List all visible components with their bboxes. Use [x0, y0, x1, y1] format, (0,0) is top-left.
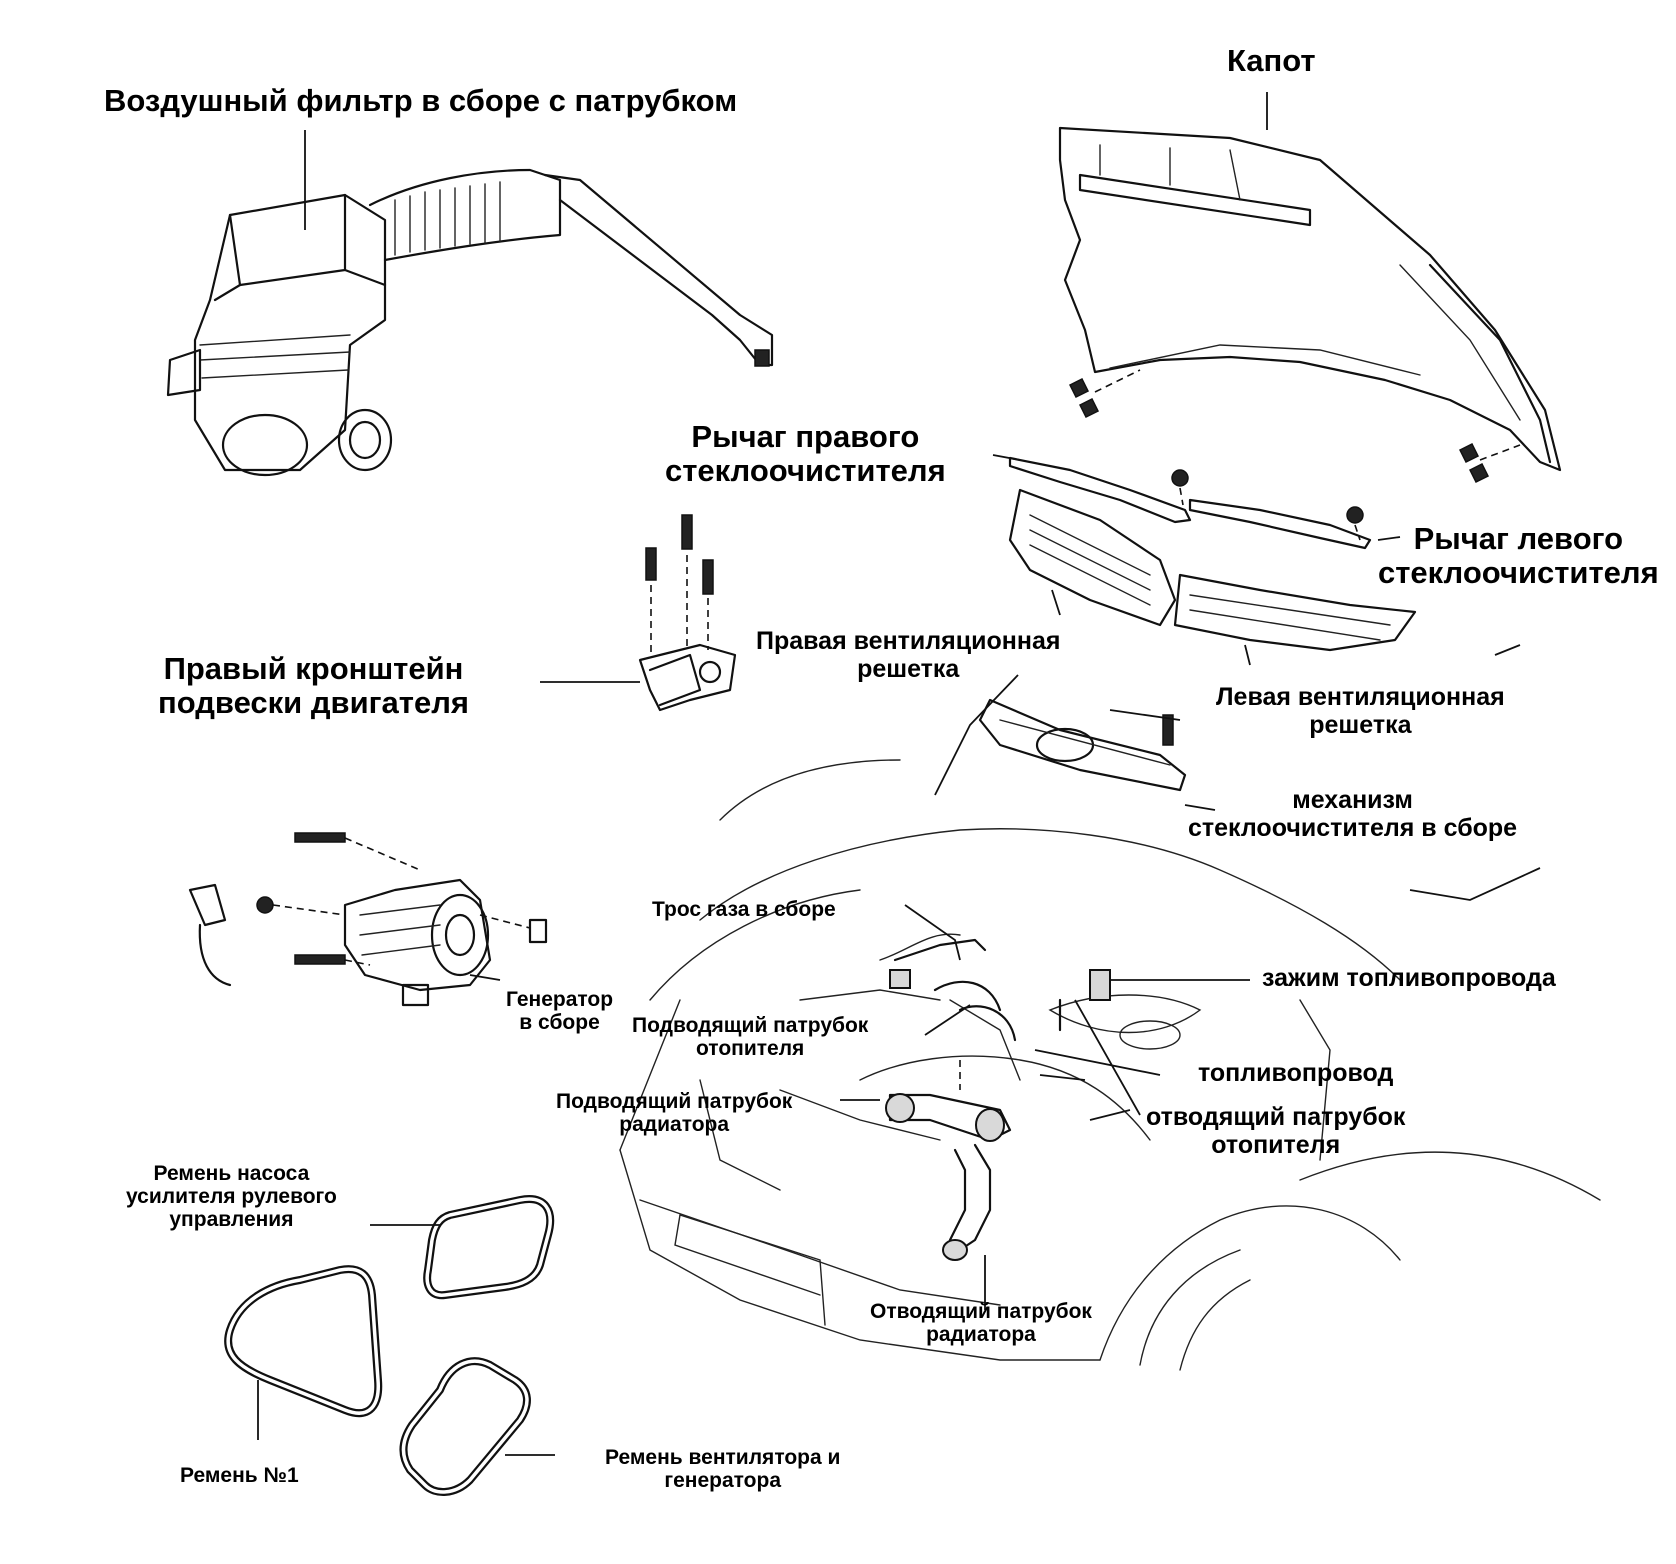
- label-ps-pump-belt-line2: усилителя рулевого: [126, 1185, 337, 1209]
- label-fuel-line-clamp: зажим топливопровода: [1262, 964, 1556, 992]
- label-radiator-inlet-hose: Подводящий патрубок радиатора: [556, 1090, 792, 1136]
- label-right-vent-grille-line2: решетка: [857, 654, 960, 683]
- label-right-engine-mount: Правый кронштейн подвески двигателя: [158, 651, 469, 721]
- label-belt-no1: Ремень №1: [180, 1464, 299, 1487]
- air-filter-assembly: [166, 168, 774, 477]
- label-heater-outlet-hose-line1: отводящий патрубок: [1146, 1103, 1406, 1131]
- label-right-wiper-arm-line2: стеклоочистителя: [665, 453, 946, 489]
- label-right-wiper-arm: Рычаг правого стеклоочистителя: [665, 419, 946, 489]
- label-heater-outlet-hose: отводящий патрубок отопителя: [1146, 1103, 1406, 1159]
- label-ps-pump-belt: Ремень насоса усилителя рулевого управле…: [126, 1162, 337, 1231]
- label-right-engine-mount-line2: подвески двигателя: [158, 685, 469, 721]
- ventilation-grilles: [1008, 488, 1417, 652]
- label-left-wiper-arm-line1: Рычаг левого: [1413, 521, 1624, 556]
- label-radiator-inlet-hose-line2: радиатора: [619, 1113, 730, 1137]
- label-fan-generator-belt-line1: Ремень вентилятора и: [605, 1446, 841, 1469]
- label-wiper-mechanism-line1: механизм: [1292, 786, 1413, 814]
- label-air-filter: Воздушный фильтр в сборе с патрубком: [104, 83, 738, 118]
- label-right-engine-mount-line1: Правый кронштейн: [163, 651, 464, 686]
- label-left-vent-grille-line2: решетка: [1309, 710, 1412, 739]
- car-front-body: [619, 759, 1601, 1371]
- label-generator-line2: в сборе: [519, 1011, 600, 1035]
- label-radiator-outlet-hose: Отводящий патрубок радиатора: [870, 1300, 1092, 1346]
- label-heater-inlet-hose: Подводящий патрубок отопителя: [632, 1014, 868, 1060]
- label-generator: Генератор в сборе: [506, 988, 613, 1034]
- wiper-mechanism: [978, 698, 1187, 792]
- wiper-arms: [1008, 456, 1372, 550]
- label-radiator-outlet-hose-line1: Отводящий патрубок: [870, 1300, 1092, 1323]
- label-heater-inlet-hose-line1: Подводящий патрубок: [632, 1014, 869, 1037]
- label-generator-line1: Генератор: [506, 988, 614, 1011]
- leader-lines: [257, 92, 1541, 1456]
- label-ps-pump-belt-line1: Ремень насоса: [153, 1162, 310, 1185]
- label-left-wiper-arm-line2: стеклоочистителя: [1378, 555, 1659, 591]
- label-left-vent-grille-line1: Левая вентиляционная: [1216, 683, 1505, 711]
- label-left-wiper-arm: Рычаг левого стеклоочистителя: [1378, 521, 1659, 591]
- label-right-vent-grille: Правая вентиляционная решетка: [756, 627, 1061, 683]
- label-wiper-mechanism-line2: стеклоочистителя в сборе: [1188, 813, 1518, 842]
- label-wiper-mechanism: механизм стеклоочистителя в сборе: [1188, 786, 1518, 842]
- label-throttle-cable: Трос газа в сборе: [652, 898, 836, 921]
- label-fan-generator-belt-line2: генератора: [664, 1469, 782, 1493]
- generator-assembly: [188, 832, 548, 1007]
- label-ps-pump-belt-line3: управления: [169, 1208, 294, 1232]
- label-heater-inlet-hose-line2: отопителя: [696, 1037, 805, 1061]
- label-radiator-outlet-hose-line2: радиатора: [926, 1323, 1036, 1347]
- label-hood: Капот: [1227, 43, 1316, 78]
- label-fan-generator-belt: Ремень вентилятора и генератора: [605, 1446, 840, 1492]
- drive-belts: [224, 1195, 555, 1496]
- right-engine-mount: [638, 514, 737, 712]
- label-right-wiper-arm-line1: Рычаг правого: [691, 419, 920, 454]
- hood: [1058, 126, 1562, 484]
- label-fuel-line: топливопровод: [1198, 1059, 1394, 1087]
- label-heater-outlet-hose-line2: отопителя: [1211, 1130, 1341, 1159]
- label-radiator-inlet-hose-line1: Подводящий патрубок: [556, 1090, 793, 1113]
- label-right-vent-grille-line1: Правая вентиляционная: [756, 627, 1061, 655]
- label-left-vent-grille: Левая вентиляционная решетка: [1216, 683, 1505, 739]
- engine-bay-hoses: [885, 938, 1111, 1261]
